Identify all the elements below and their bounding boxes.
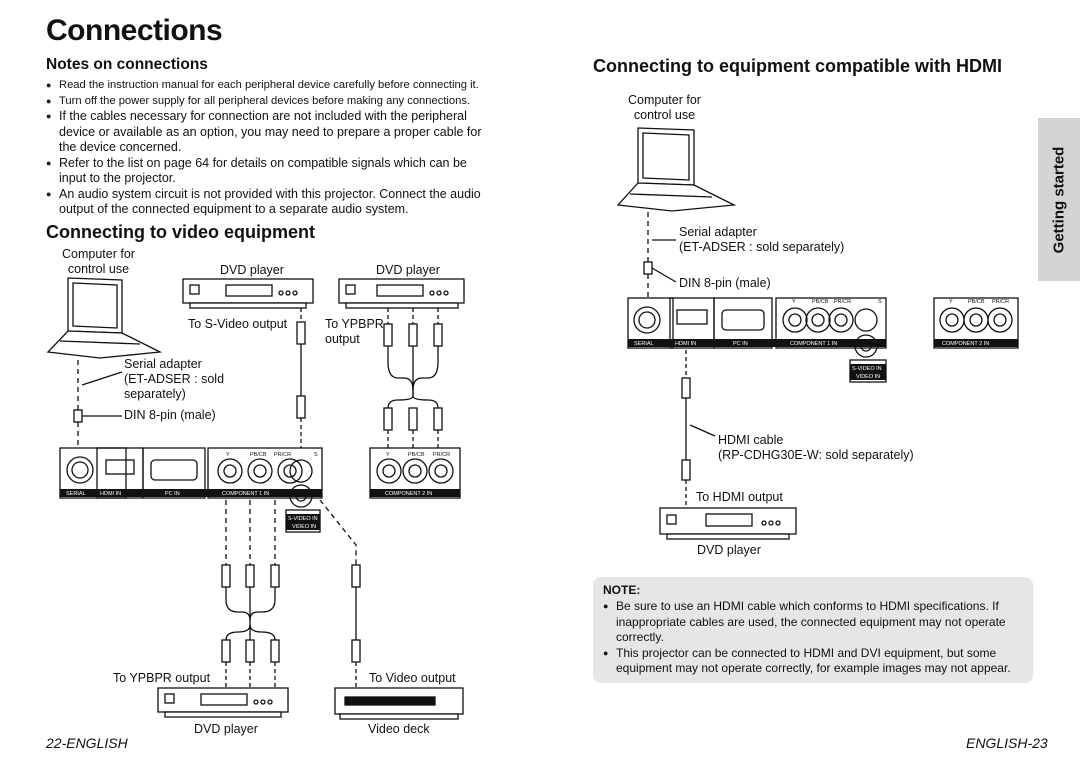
dvd-player-top-1-icon: [182, 278, 314, 309]
svg-text:VIDEO IN: VIDEO IN: [292, 524, 316, 530]
svg-text:HDMI IN: HDMI IN: [100, 491, 121, 497]
notes-section: Notes on connections Read the instructio…: [46, 56, 491, 218]
video-dvd2-label: DVD player: [376, 263, 440, 277]
svg-text:PR/CR: PR/CR: [433, 452, 450, 458]
svg-text:COMPONENT 1 IN: COMPONENT 1 IN: [222, 491, 269, 497]
notes-heading: Notes on connections: [46, 56, 208, 73]
svg-text:PC IN: PC IN: [733, 341, 748, 347]
to-ypbpr-top-label: To YPBPR output: [325, 317, 384, 346]
svg-text:SERIAL: SERIAL: [634, 341, 654, 347]
svg-text:PB/CB: PB/CB: [408, 452, 425, 458]
to-svideo-label: To S-Video output: [188, 317, 288, 331]
svg-text:Y: Y: [949, 299, 953, 305]
video-dvd-bottom-label: DVD player: [194, 722, 258, 736]
notes-item: If the cables necessary for connection a…: [46, 109, 491, 156]
svg-text:PR/CR: PR/CR: [834, 299, 851, 305]
note-title: NOTE:: [603, 583, 641, 597]
svg-text:PB/CB: PB/CB: [812, 299, 829, 305]
svg-text:Y: Y: [386, 452, 390, 458]
hdmi-serial-adapter-label: Serial adapter (ET-ADSER : sold separate…: [679, 225, 845, 254]
hdmi-heading: Connecting to equipment compatible with …: [593, 56, 1002, 76]
laptop-left-icon: [46, 277, 163, 359]
note-box: NOTE: Be sure to use an HDMI cable which…: [593, 577, 1033, 683]
dvd-player-bottom-icon: [157, 687, 289, 718]
video-dvd1-label: DVD player: [220, 263, 284, 277]
notes-item: Read the instruction manual for each per…: [46, 78, 491, 94]
svg-text:SERIAL: SERIAL: [66, 491, 86, 497]
svg-text:PR/CR: PR/CR: [992, 299, 1009, 305]
dvd-player-right-icon: [659, 507, 797, 540]
hdmi-din-label: DIN 8-pin (male): [679, 276, 771, 290]
dvd-player-top-2-icon: [338, 278, 465, 309]
svg-text:VIDEO IN: VIDEO IN: [856, 374, 880, 380]
side-tab-label: Getting started: [1050, 146, 1068, 253]
note-item: This projector can be connected to HDMI …: [603, 646, 1029, 677]
video-heading: Connecting to video equipment: [46, 222, 315, 242]
video-deck-label: Video deck: [368, 722, 430, 736]
svg-text:Y: Y: [226, 452, 230, 458]
svg-text:S-VIDEO IN: S-VIDEO IN: [288, 516, 318, 522]
hdmi-cable-label: HDMI cable (RP-CDHG30E-W: sold separatel…: [718, 433, 914, 462]
svg-text:PB/CB: PB/CB: [250, 452, 267, 458]
notes-item: An audio system circuit is not provided …: [46, 187, 491, 218]
notes-item: Refer to the list on page 64 for details…: [46, 156, 491, 187]
hdmi-dvd-label: DVD player: [697, 543, 761, 557]
svg-text:COMPONENT 2 IN: COMPONENT 2 IN: [942, 341, 989, 347]
svg-text:PC IN: PC IN: [165, 491, 180, 497]
svg-text:S: S: [314, 452, 318, 458]
svg-text:PR/CR: PR/CR: [274, 452, 291, 458]
svg-text:S: S: [878, 299, 882, 305]
side-tab: Getting started: [1038, 118, 1080, 281]
note-item: Be sure to use an HDMI cable which confo…: [603, 599, 1029, 646]
footer-right: ENGLISH-23: [966, 735, 1048, 751]
footer-left: 22-ENGLISH: [46, 735, 128, 751]
svg-text:COMPONENT 1 IN: COMPONENT 1 IN: [790, 341, 837, 347]
svg-text:COMPONENT 2 IN: COMPONENT 2 IN: [385, 491, 432, 497]
notes-item: Turn off the power supply for all periph…: [46, 94, 491, 110]
svg-text:S-VIDEO IN: S-VIDEO IN: [852, 366, 882, 372]
to-hdmi-label: To HDMI output: [696, 490, 783, 504]
video-deck-icon: [334, 687, 464, 720]
video-computer-label: Computer for control use: [62, 247, 135, 276]
hdmi-computer-label: Computer for control use: [628, 93, 701, 122]
laptop-right-icon: [616, 127, 737, 212]
to-ypbpr-bottom-label: To YPBPR output: [113, 671, 211, 685]
video-din-label: DIN 8-pin (male): [124, 408, 216, 422]
to-video-label: To Video output: [369, 671, 456, 685]
svg-text:Y: Y: [792, 299, 796, 305]
page-title: Connections: [46, 14, 223, 47]
svg-text:PB/CB: PB/CB: [968, 299, 985, 305]
video-serial-adapter-label: Serial adapter (ET-ADSER : sold separate…: [124, 357, 225, 401]
svg-text:HDMI IN: HDMI IN: [675, 341, 696, 347]
